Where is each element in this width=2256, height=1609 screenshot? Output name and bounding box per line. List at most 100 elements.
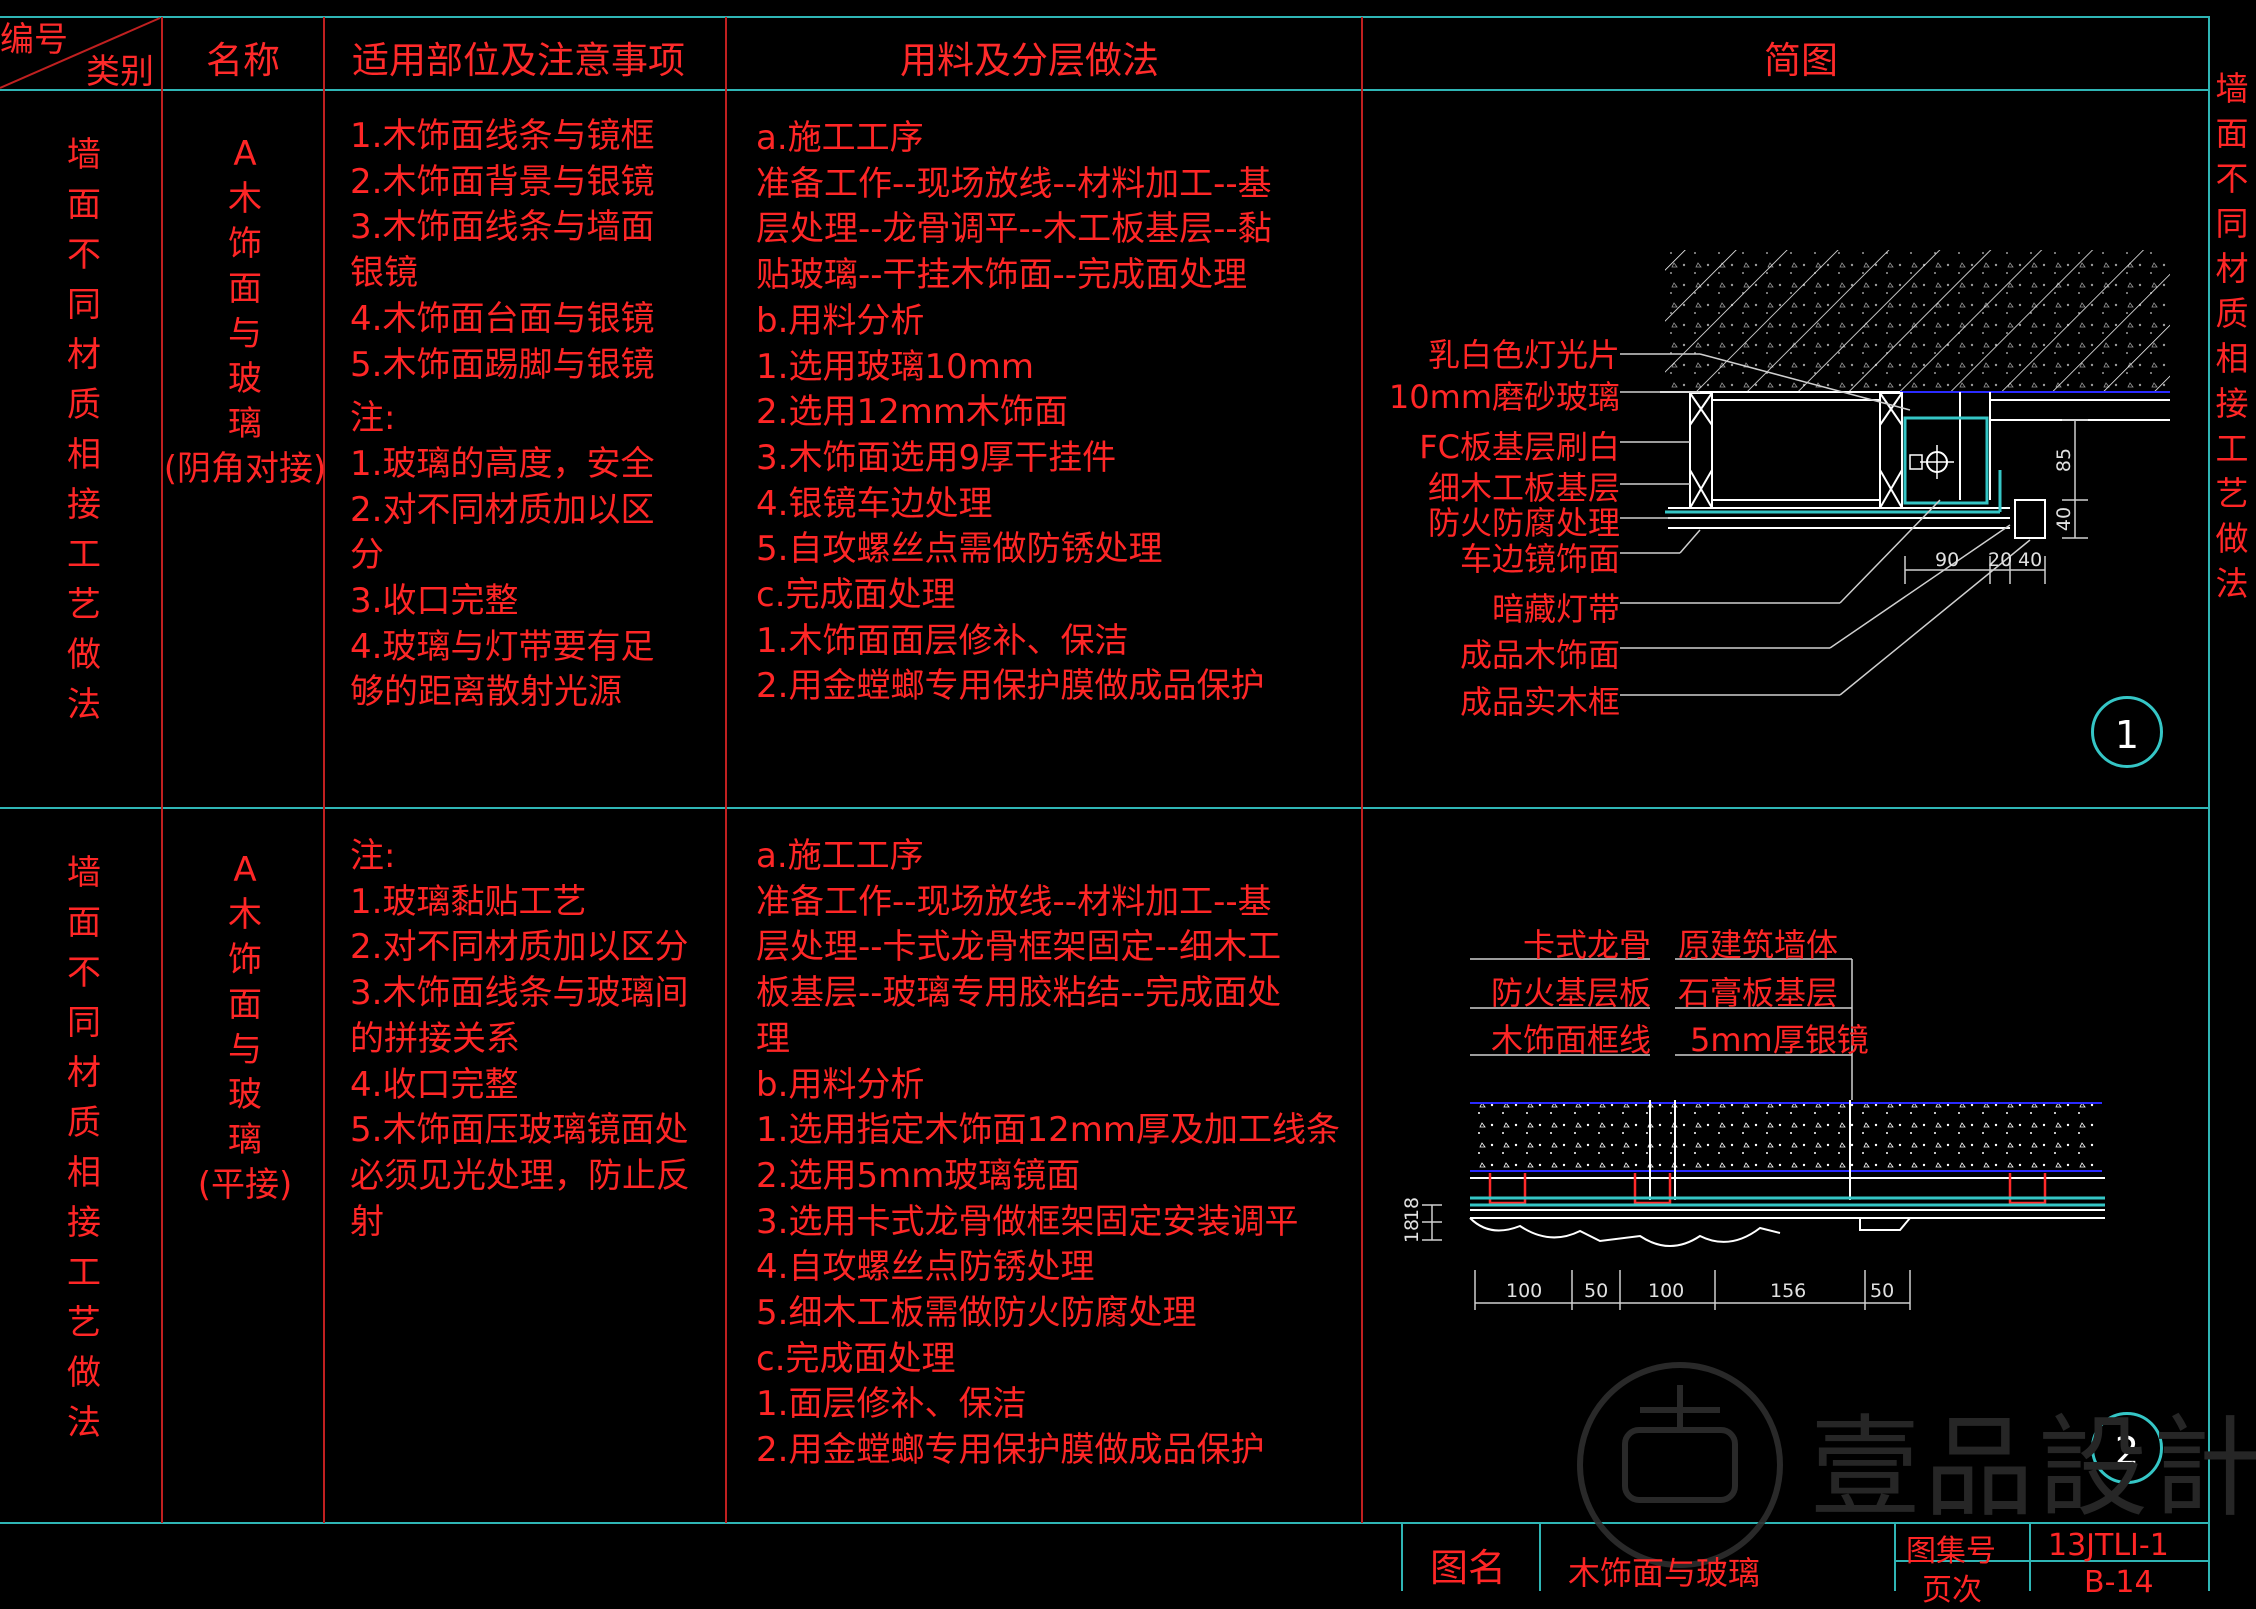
d2-label-left: 防火基层板 (1490, 974, 1651, 1012)
row1-method: a.施工工序 准备工作--现场放线--材料加工--基 层处理--龙骨调平--木工… (756, 116, 1272, 710)
corner-label-top: 编号 (0, 20, 68, 60)
row1-name-line: 璃 (228, 404, 262, 444)
d1-dim-h: 90 (1935, 549, 1960, 571)
method-line: 3.木饰面选用9厚干挂件 (756, 437, 1117, 478)
row2-notes: 注: 1.玻璃黏贴工艺 2.对不同材质加以区分 3.木饰面线条与玻璃间 的拼接关… (350, 834, 690, 1245)
row1-name-line: 面 (228, 269, 262, 309)
note-line: 2.对不同材质加以区分 (350, 927, 689, 968)
row2-name: A 木 饰 面 与 玻 璃 (平接) (150, 848, 340, 1208)
row1-name-line: 木 (228, 179, 262, 219)
note-line: 1.玻璃黏贴工艺 (350, 881, 587, 922)
d1-label: 乳白色灯光片 (1427, 336, 1620, 374)
note-line: 5.木饰面踢脚与银镜 (350, 344, 655, 385)
d2-label-right: 5mm厚银镜 (1690, 1021, 1869, 1059)
method-line: a.施工工序 (756, 118, 924, 158)
page-label: 页次 (1922, 1573, 1982, 1608)
note-line: 分 (350, 535, 384, 576)
note-line: 2.木饰面背景与银镜 (350, 161, 655, 202)
wall-aggregate-2 (1470, 1103, 2102, 1171)
watermark-text: 壹品設計 (1810, 1404, 2256, 1532)
note-line: 4.木饰面台面与银镜 (350, 298, 655, 339)
d1-label: 成品实木框 (1459, 683, 1620, 721)
note-line: 注: (350, 398, 396, 439)
method-line: 1.选用指定木饰面12mm厚及加工线条 (756, 1110, 1340, 1151)
method-line: 准备工作--现场放线--材料加工--基 (756, 881, 1272, 922)
row1-name-line: 与 (228, 314, 262, 354)
row2-name-line: A (233, 850, 257, 890)
detail-number-1: 1 (2091, 696, 2163, 768)
note-line: 1.木饰面线条与镜框 (350, 116, 655, 156)
d2-label-left: 木饰面框线 (1490, 1021, 1651, 1059)
d2-dim-h: 156 (1770, 1280, 1807, 1302)
method-line: 1.木饰面面层修补、保洁 (756, 620, 1129, 661)
method-line: a.施工工序 (756, 836, 924, 876)
method-line: 1.选用玻璃10mm (756, 346, 1034, 387)
d1-label: 暗藏灯带 (1491, 590, 1620, 628)
method-line: 层处理--龙骨调平--木工板基层--黏 (756, 209, 1272, 250)
method-line: 2.选用12mm木饰面 (756, 392, 1068, 433)
method-line: 1.面层修补、保洁 (756, 1384, 1027, 1425)
method-line: 3.选用卡式龙骨做框架固定安装调平 (756, 1201, 1299, 1242)
method-line: 层处理--卡式龙骨框架固定--细木工 (756, 927, 1282, 968)
col-header-location: 适用部位及注意事项 (352, 39, 685, 82)
row2-name-line: 璃 (228, 1120, 262, 1160)
method-line: 2.用金螳螂专用保护膜做成品保护 (756, 666, 1265, 707)
method-line: 准备工作--现场放线--材料加工--基 (756, 163, 1272, 204)
method-line: 5.自攻螺丝点需做防锈处理 (756, 529, 1163, 570)
title-name-value: 木饰面与玻璃 (1568, 1554, 1761, 1592)
note-line: 射 (350, 1201, 384, 1242)
side-title: 墙面不同材质相接工艺做法 (2215, 69, 2249, 603)
method-line: 2.用金螳螂专用保护膜做成品保护 (756, 1430, 1265, 1471)
wall-aggregate (1665, 250, 2170, 392)
row2-name-line: 木 (228, 895, 262, 935)
note-line: 2.对不同材质加以区 (350, 489, 655, 530)
row1-category: 墙面不同材质相接工艺做法 (67, 135, 101, 725)
method-line: 4.自攻螺丝点防锈处理 (756, 1247, 1095, 1288)
method-line: 板基层--玻璃专用胶粘结--完成面处 (756, 973, 1282, 1014)
note-line: 3.收口完整 (350, 581, 519, 622)
row2-name-line: (平接) (197, 1165, 293, 1205)
col-header-method: 用料及分层做法 (900, 39, 1159, 82)
d2-label-right: 原建筑墙体 (1678, 926, 1839, 964)
row2-name-line: 饰 (228, 940, 262, 980)
detail-number-2: 2 (2091, 1412, 2163, 1484)
row2-name-line: 玻 (228, 1075, 262, 1115)
d1-label: FC板基层刷白 (1419, 428, 1620, 466)
d2-label-left: 卡式龙骨 (1522, 926, 1651, 964)
col-header-name: 名称 (206, 39, 280, 82)
d2-dim-h: 50 (1870, 1280, 1895, 1302)
d2-dim-v: 18 (1401, 1218, 1424, 1244)
method-line: c.完成面处理 (756, 1338, 956, 1379)
row1-name: A 木 饰 面 与 玻 璃 (阴角对接) (150, 132, 340, 492)
d1-label: 10mm磨砂玻璃 (1388, 378, 1620, 416)
note-line: 5.木饰面压玻璃镜面处 (350, 1110, 689, 1151)
note-line: 3.木饰面线条与玻璃间 (350, 973, 689, 1014)
d1-label: 细木工板基层 (1427, 469, 1620, 507)
note-line: 3.木饰面线条与墙面 (350, 207, 655, 248)
page-value: B-14 (2084, 1565, 2154, 1600)
col-header-diagram: 简图 (1764, 39, 1838, 82)
note-line: 4.玻璃与灯带要有足 (350, 626, 655, 667)
note-line: 够的距离散射光源 (350, 672, 622, 713)
row2-name-line: 面 (228, 985, 262, 1025)
d1-dim-h: 40 (2018, 549, 2043, 571)
d2-label-right: 石膏板基层 (1678, 974, 1839, 1012)
d2-dim-v: 18 (1401, 1196, 1424, 1222)
row1-name-line: 玻 (228, 359, 262, 399)
row2-name-line: 与 (228, 1030, 262, 1070)
method-line: 贴玻璃--干挂木饰面--完成面处理 (756, 255, 1248, 296)
d2-dim-h: 100 (1506, 1280, 1543, 1302)
row1-name-line: (阴角对接) (163, 449, 327, 489)
note-line: 4.收口完整 (350, 1064, 519, 1105)
note-line: 必须见光处理，防止反 (350, 1155, 690, 1196)
d2-dim-h: 50 (1584, 1280, 1609, 1302)
d2-dim-h: 100 (1648, 1280, 1685, 1302)
d1-dim-h: 20 (1988, 549, 2013, 571)
row2-method: a.施工工序 准备工作--现场放线--材料加工--基 层处理--卡式龙骨框架固定… (756, 834, 1340, 1474)
atlas-value: 13JTLI-1 (2048, 1528, 2169, 1563)
row2-category: 墙面不同材质相接工艺做法 (67, 853, 101, 1443)
